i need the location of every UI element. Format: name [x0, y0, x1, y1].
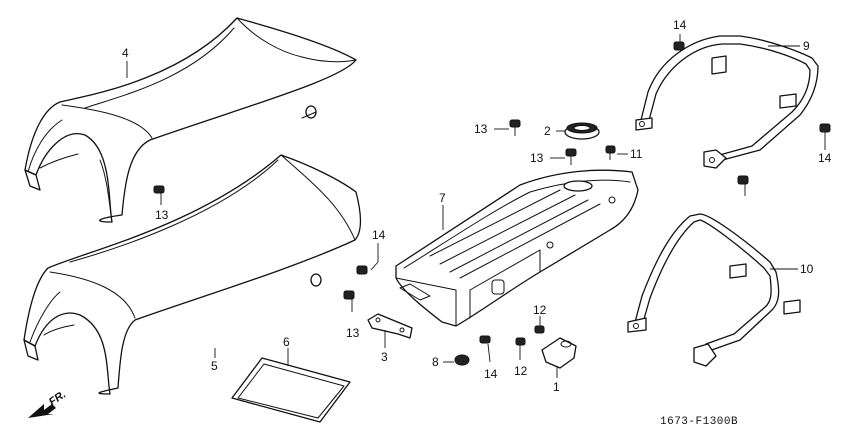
front-direction-arrow-icon	[28, 404, 56, 418]
bolt-icon-14e	[737, 175, 749, 196]
bolt-icon-12a	[515, 337, 526, 360]
callout-14c: 14	[673, 18, 687, 32]
front-direction-label: FR.	[47, 388, 68, 408]
bracket-part-3	[367, 313, 413, 348]
callout-14d: 14	[818, 151, 832, 165]
bolt-icon-14b	[479, 335, 491, 363]
grab-rail-part-9	[635, 35, 819, 169]
bolt-icon-11	[605, 145, 628, 160]
bolt-icon-14c	[673, 34, 685, 51]
callout-3: 3	[381, 350, 388, 364]
callout-9: 9	[803, 39, 810, 53]
callout-2: 2	[544, 124, 551, 138]
bolt-icon-12b	[534, 316, 545, 334]
callout-12b: 12	[533, 303, 547, 317]
callout-7: 7	[439, 191, 446, 205]
bolt-icon-14d	[819, 123, 831, 150]
rear-frame-part-7	[395, 169, 639, 327]
callout-12a: 12	[514, 364, 528, 378]
grommet-part-2	[556, 122, 600, 140]
seat-upper-part-4	[24, 17, 357, 223]
callout-5: 5	[211, 359, 218, 373]
grab-rail-part-10	[627, 213, 801, 367]
callout-1: 1	[553, 380, 560, 394]
callout-4: 4	[122, 46, 129, 60]
callout-13b: 13	[474, 122, 488, 136]
callout-10: 10	[800, 262, 814, 276]
callout-6: 6	[283, 335, 290, 349]
callout-13d: 13	[346, 326, 360, 340]
callout-14a: 14	[372, 228, 386, 242]
callout-13c: 13	[530, 151, 544, 165]
bolt-icon-13c	[550, 148, 577, 165]
bolt-icon-13d	[343, 290, 355, 312]
callout-8: 8	[432, 355, 439, 369]
nut-icon-8	[443, 354, 470, 366]
bolt-icon-14a	[356, 261, 379, 275]
bolt-icon-13b	[494, 119, 521, 136]
callout-11: 11	[630, 147, 643, 161]
seat-lower-part-5	[23, 154, 362, 395]
callout-14b: 14	[484, 367, 498, 381]
hook-part-1	[541, 337, 577, 378]
mat-part-6	[231, 348, 351, 423]
diagram-code: 1673-F1300B	[660, 416, 738, 428]
callout-13a: 13	[155, 208, 169, 222]
bolt-icon-13a	[153, 185, 165, 205]
